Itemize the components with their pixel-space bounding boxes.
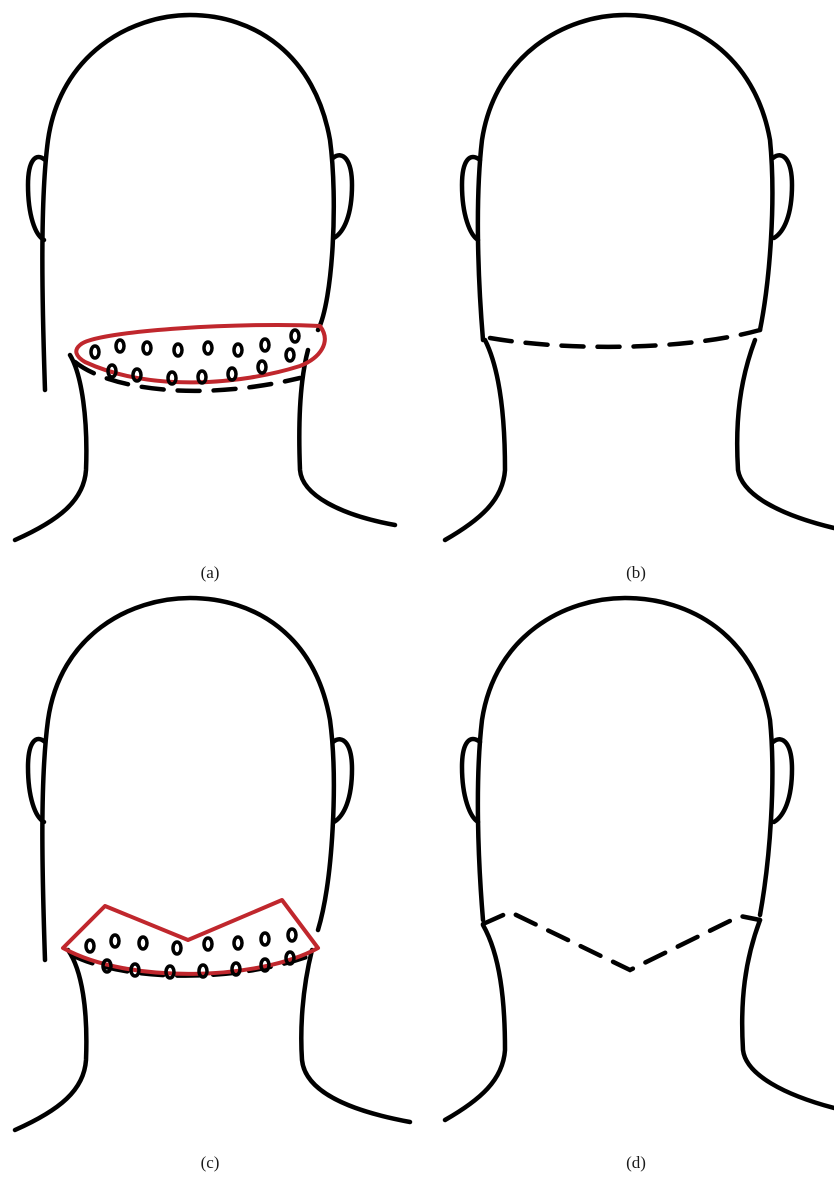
panel-caption-d: (d) — [626, 1153, 646, 1172]
panel-b: (b) — [445, 15, 834, 582]
head-outline — [15, 15, 395, 540]
treatment-dot — [174, 344, 182, 356]
head-outline — [445, 15, 834, 540]
treatment-dot — [143, 342, 151, 354]
hairline-dashed — [490, 330, 760, 347]
treatment-dot — [204, 342, 212, 354]
treatment-dot — [286, 349, 294, 361]
treatment-dot — [234, 937, 242, 949]
head-outline — [445, 598, 834, 1120]
treatment-dot — [234, 344, 242, 356]
hairline-dashed — [483, 912, 760, 970]
treatment-dot — [91, 346, 99, 358]
panel-caption-a: (a) — [201, 563, 220, 582]
panel-caption-b: (b) — [626, 563, 646, 582]
panel-d: (d) — [445, 598, 834, 1172]
treatment-dot — [261, 339, 269, 351]
panel-c: (c) — [15, 598, 410, 1172]
treatment-dot — [204, 938, 212, 950]
panel-caption-c: (c) — [201, 1153, 220, 1172]
head-outline — [15, 598, 410, 1130]
treatment-dot — [111, 935, 119, 947]
treatment-dot — [258, 361, 266, 373]
treatment-dot — [173, 942, 181, 954]
treatment-dot — [139, 937, 147, 949]
treatment-dot — [291, 330, 299, 342]
treatment-dot — [86, 940, 94, 952]
panel-a: (a) — [15, 15, 395, 582]
treatment-dot — [288, 929, 296, 941]
treatment-dot — [261, 933, 269, 945]
treatment-dot — [116, 340, 124, 352]
treatment-region-outline — [63, 900, 318, 974]
